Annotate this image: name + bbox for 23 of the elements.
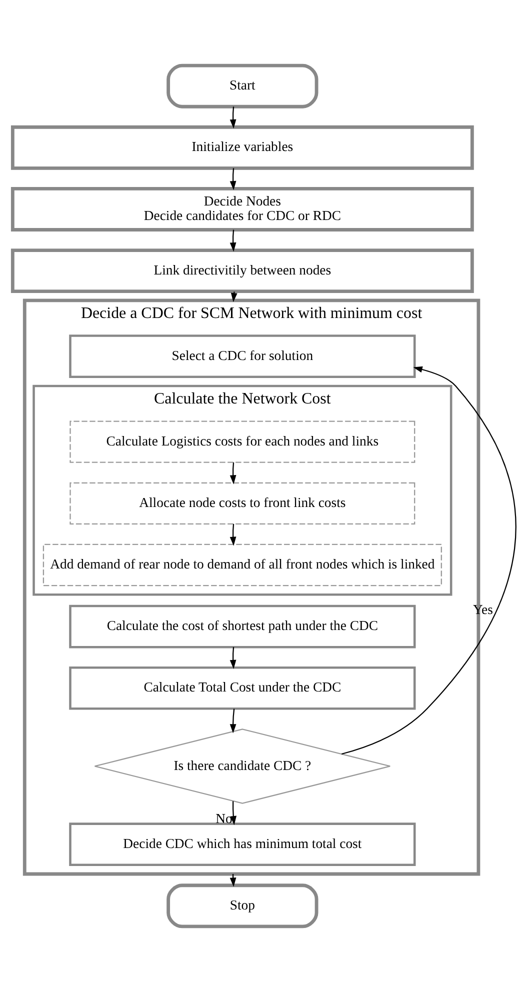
node-box: Calculate Total Cost under the CDC	[69, 666, 416, 710]
arrow	[230, 800, 237, 825]
arrow	[230, 291, 238, 302]
node-box: Calculate Logistics costs for each nodes and links	[70, 420, 416, 462]
node-box: Initialize variables	[10, 124, 474, 170]
arrow	[230, 229, 236, 252]
node-box: Stop	[166, 883, 318, 928]
arrow	[230, 523, 236, 546]
arrow	[230, 708, 236, 733]
node-box: Start	[166, 63, 318, 108]
edge-label: Yes	[473, 601, 493, 616]
node-box: Allocate node costs to front link costs	[70, 482, 416, 524]
arrow	[341, 366, 516, 754]
arrow	[230, 462, 236, 484]
node-box: Add demand of rear node to demand of all front nodes which is linked	[42, 543, 442, 586]
node-diamond: Is there candidate CDC ?	[94, 728, 391, 804]
arrow	[230, 168, 236, 190]
node-box: Calculate the cost of shortest path under the CDC	[69, 604, 416, 648]
node-box: Select a CDC for solution	[69, 334, 416, 378]
node-box: Decide Nodes Decide candidates for CDC or RDC	[10, 186, 474, 231]
arrow	[230, 646, 236, 669]
node-box: Decide CDC which has minimum total cost	[69, 822, 416, 866]
arrow	[230, 106, 236, 128]
